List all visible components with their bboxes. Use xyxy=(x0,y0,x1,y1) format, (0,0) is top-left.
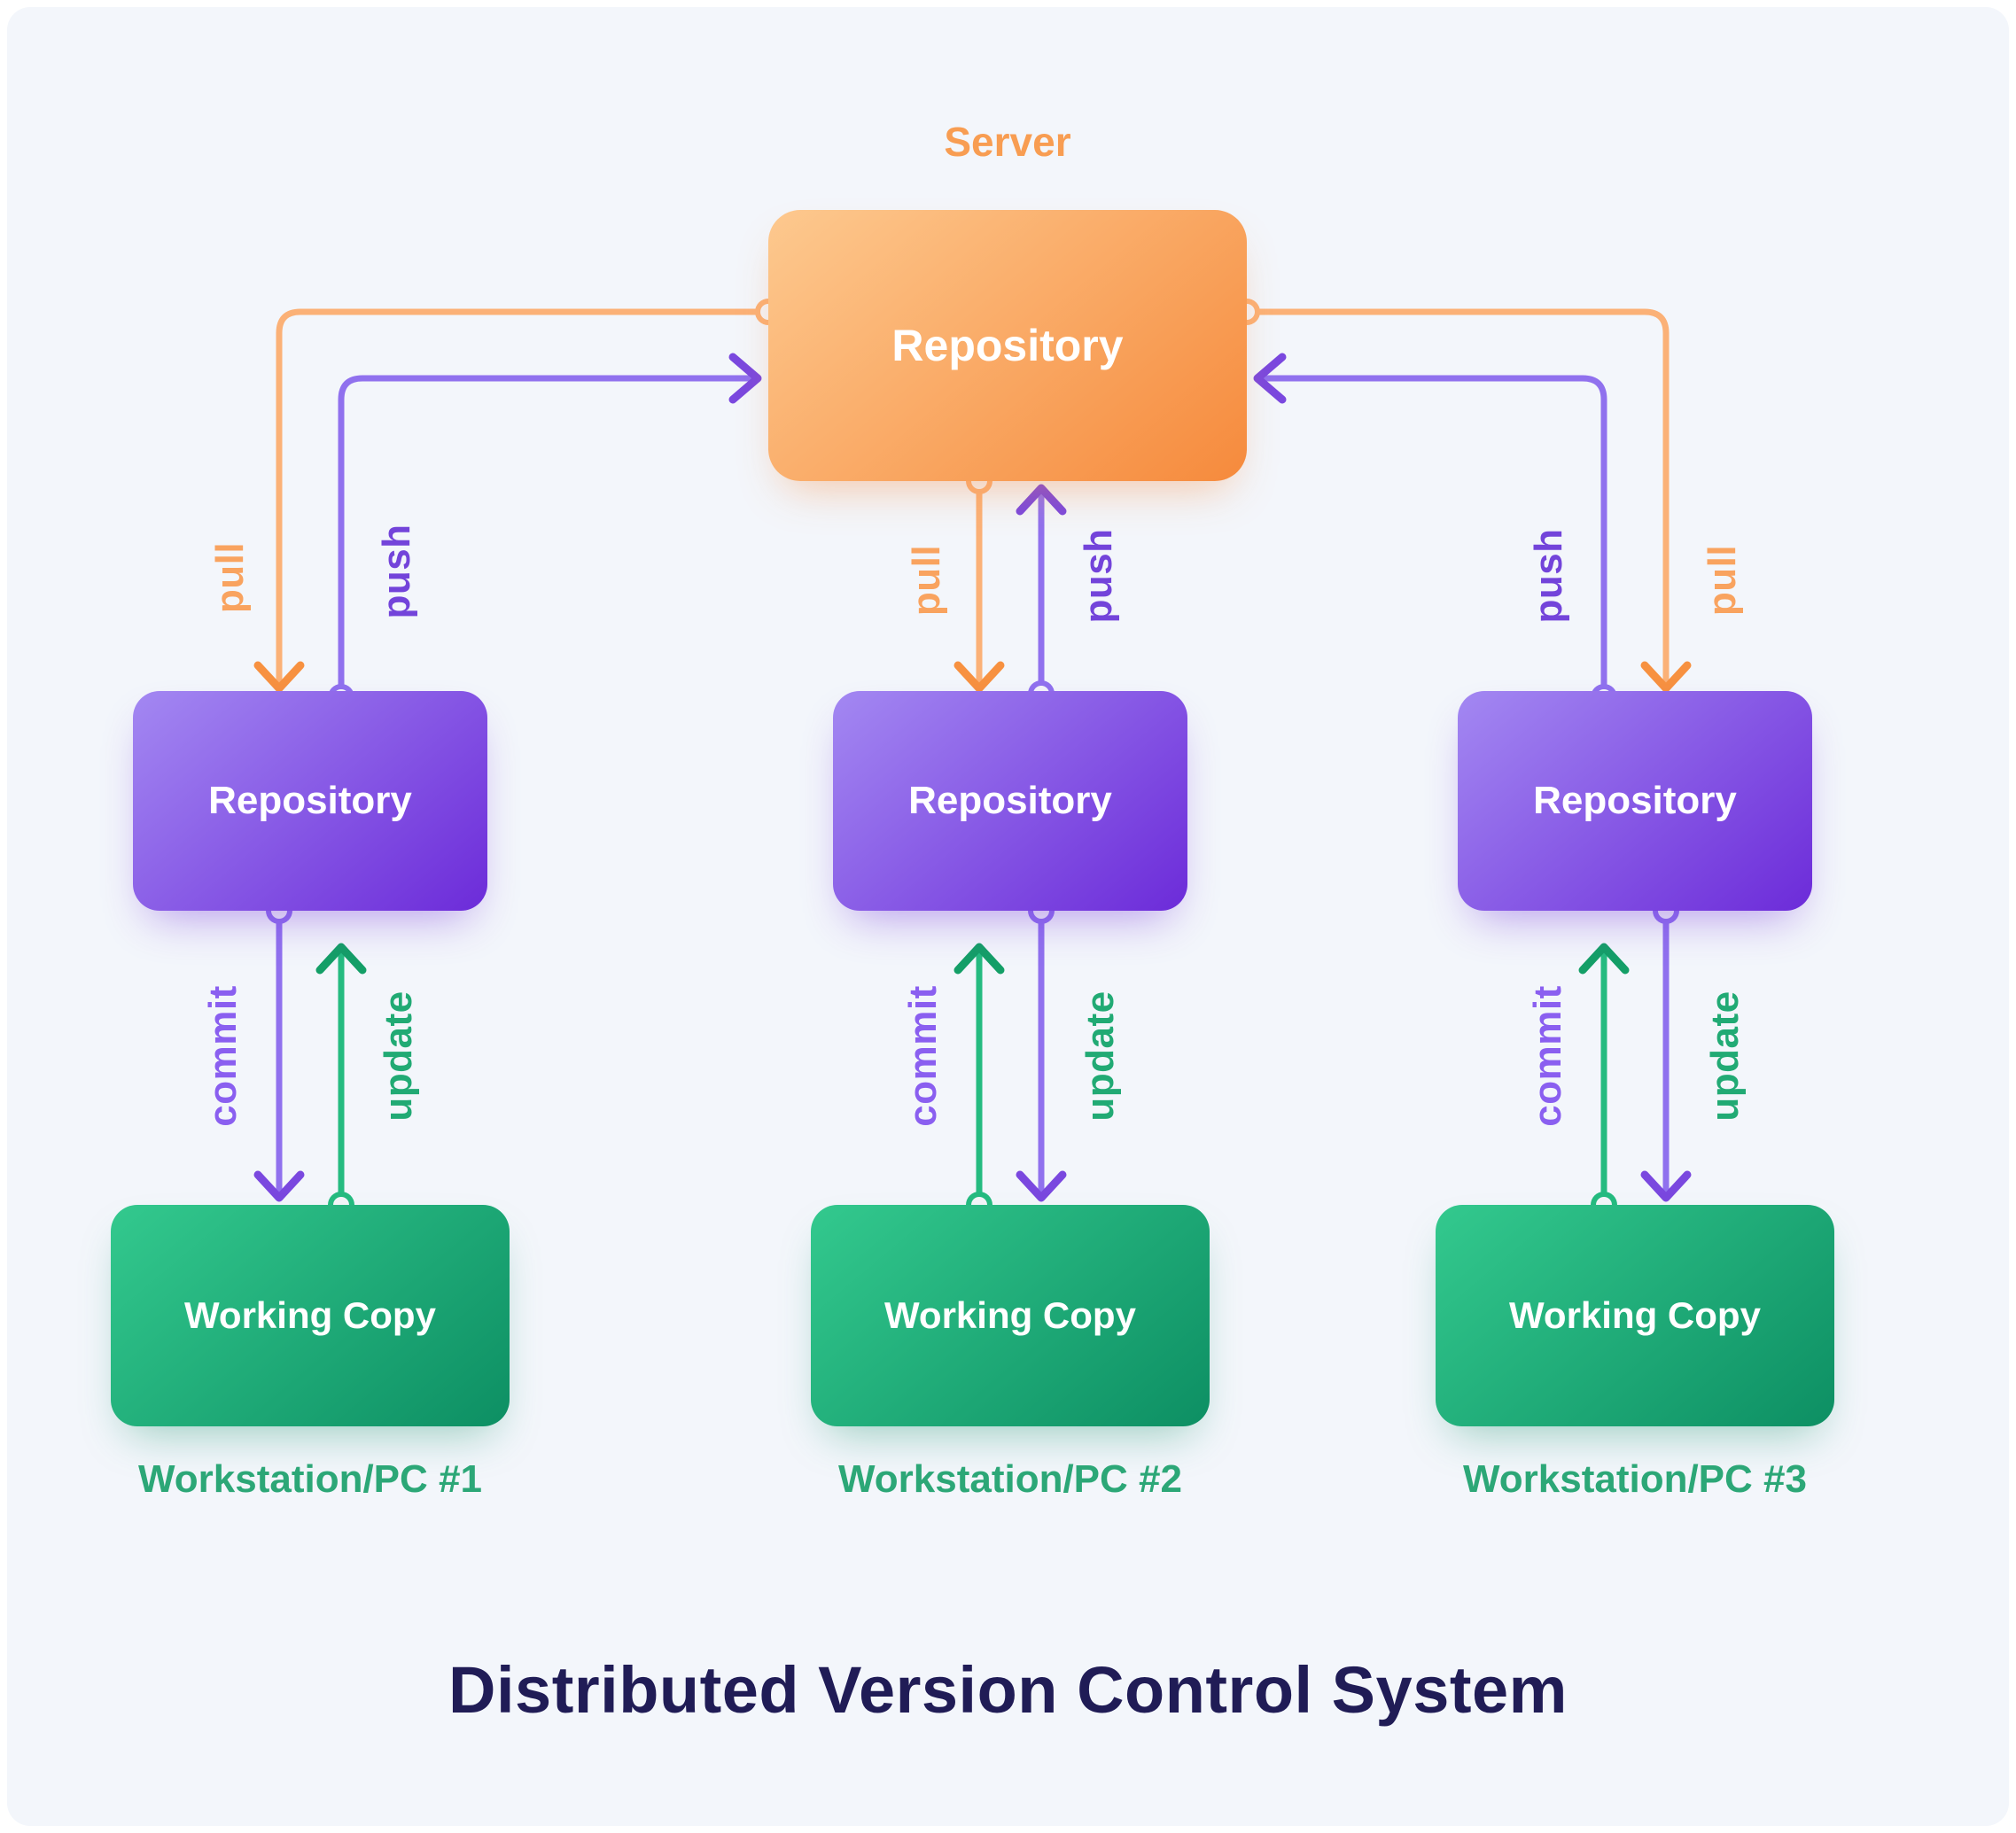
pull-arrow-col1 xyxy=(253,308,772,693)
commit-arrow-col1 xyxy=(253,907,305,1202)
workstation-caption-2: Workstation/PC #2 xyxy=(838,1457,1182,1501)
working-copy-label-1: Working Copy xyxy=(184,1294,436,1336)
page-title: Distributed Version Control System xyxy=(448,1652,1568,1727)
update-label-col1: update xyxy=(377,990,420,1122)
working-copy-label-2: Working Copy xyxy=(884,1294,1136,1336)
commit-label-col3: commit xyxy=(1526,985,1569,1127)
pull-arrow-col3 xyxy=(1243,308,1692,693)
commit-arrow-col3 xyxy=(1578,943,1630,1208)
commit-label-col2: commit xyxy=(901,985,945,1127)
repository-label-1: Repository xyxy=(208,779,412,822)
push-arrow-col2 xyxy=(1016,484,1067,699)
workstation-caption-1: Workstation/PC #1 xyxy=(138,1457,482,1501)
commit-label-col1: commit xyxy=(201,985,245,1127)
pull-label-col3: pull xyxy=(1701,544,1744,617)
update-label-col3: update xyxy=(1703,990,1747,1122)
repository-label-3: Repository xyxy=(1533,779,1737,822)
push-label-col2: push xyxy=(1077,528,1120,624)
push-label-col1: push xyxy=(375,524,418,619)
pull-label-col2: pull xyxy=(905,544,948,617)
push-label-col3: push xyxy=(1527,528,1570,624)
repository-box-1: Repository xyxy=(133,691,487,911)
server-repository-label: Repository xyxy=(891,321,1124,370)
commit-arrow-col2 xyxy=(954,943,1005,1208)
working-copy-box-1: Working Copy xyxy=(111,1205,510,1426)
update-arrow-col2 xyxy=(1016,907,1067,1202)
working-copy-label-3: Working Copy xyxy=(1509,1294,1761,1336)
update-label-col2: update xyxy=(1078,990,1122,1122)
server-caption: Server xyxy=(944,119,1071,165)
update-arrow-col3 xyxy=(1640,907,1692,1202)
pull-arrow-col2 xyxy=(954,478,1005,693)
repository-label-2: Repository xyxy=(908,779,1112,822)
update-arrow-col1 xyxy=(315,943,367,1208)
workstation-caption-3: Workstation/PC #3 xyxy=(1463,1457,1807,1501)
working-copy-box-3: Working Copy xyxy=(1436,1205,1834,1426)
repository-box-2: Repository xyxy=(833,691,1187,911)
pull-label-col1: pull xyxy=(208,541,252,614)
push-arrow-col1 xyxy=(338,353,762,701)
working-copy-box-2: Working Copy xyxy=(811,1205,1210,1426)
server-repository-box: Repository xyxy=(768,210,1247,481)
push-arrow-col3 xyxy=(1253,353,1607,701)
repository-box-3: Repository xyxy=(1458,691,1812,911)
